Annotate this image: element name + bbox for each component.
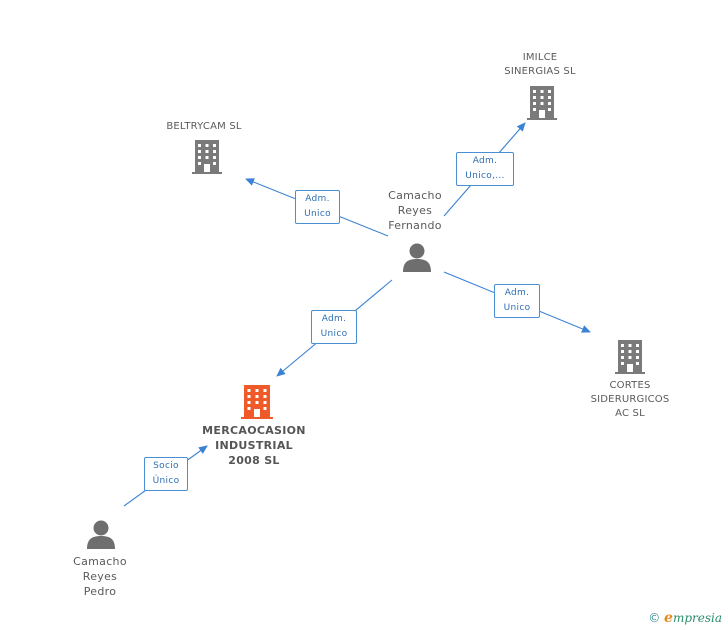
node-label-beltrycam[interactable]: BELTRYCAM SL [166, 121, 242, 132]
node-label-imilce[interactable]: IMILCE SINERGIAS SL [504, 52, 576, 77]
brand-initial: e [664, 610, 673, 626]
edge-label-to-cortes[interactable]: Adm. Unico [494, 284, 540, 318]
copyright-symbol: © [648, 611, 661, 625]
person-icon[interactable] [403, 243, 431, 273]
person-icon[interactable] [87, 520, 115, 550]
node-label-camacho-fernando[interactable]: Camacho Reyes Fernando [388, 189, 442, 232]
building-icon[interactable] [527, 86, 557, 120]
node-label-mercaocasion[interactable]: MERCAOCASION INDUSTRIAL 2008 SL [202, 424, 306, 467]
node-label-cortes[interactable]: CORTES SIDERURGICOS AC SL [590, 380, 670, 419]
edge-label-to-mercaocasion[interactable]: Adm. Unico [311, 310, 357, 344]
edge-label-pedro-to-mercaocasion[interactable]: Socio Único [144, 457, 188, 491]
building-icon[interactable] [192, 140, 222, 174]
focus-building-icon[interactable] [241, 385, 273, 419]
building-icon[interactable] [615, 340, 645, 374]
node-label-camacho-pedro[interactable]: Camacho Reyes Pedro [73, 555, 127, 598]
footer-brand[interactable]: © empresia [648, 610, 722, 626]
edge-label-to-beltrycam[interactable]: Adm. Unico [295, 190, 340, 224]
edge-label-to-imilce[interactable]: Adm. Unico,... [456, 152, 514, 186]
brand-name: mpresia [672, 611, 722, 625]
